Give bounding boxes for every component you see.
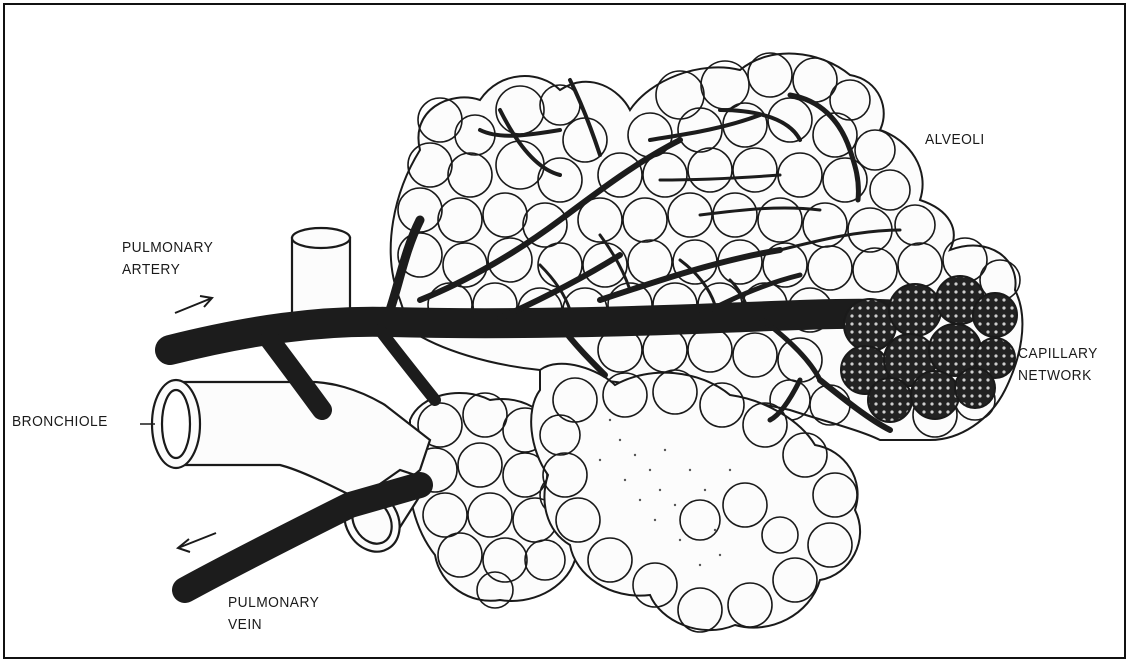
- bronchiole-tubes: [152, 228, 430, 562]
- label-pulmonary-artery-line1: PULMONARY: [122, 238, 213, 258]
- artery-flow-arrow: [175, 296, 212, 313]
- label-alveoli: ALVEOLI: [925, 130, 985, 150]
- label-bronchiole: BRONCHIOLE: [12, 412, 108, 432]
- label-capillary-line2: NETWORK: [1018, 366, 1092, 386]
- vein-flow-arrow: [178, 533, 216, 552]
- label-pulmonary-artery-line2: ARTERY: [122, 260, 180, 280]
- label-pulmonary-vein-line1: PULMONARY: [228, 593, 319, 613]
- label-capillary-line1: CAPILLARY: [1018, 344, 1098, 364]
- label-pulmonary-vein-line2: VEIN: [228, 615, 262, 635]
